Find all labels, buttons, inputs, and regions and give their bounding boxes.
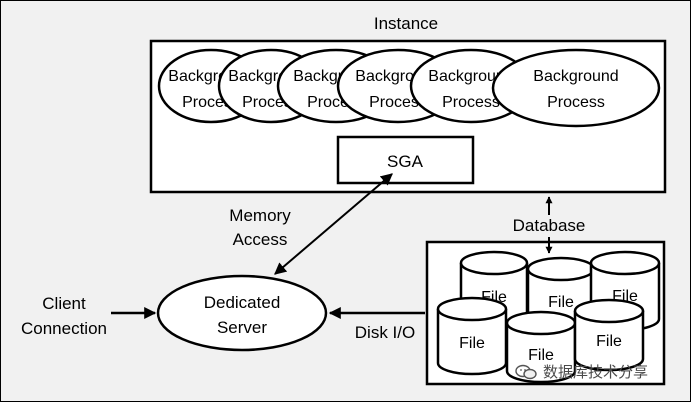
file-cylinder: File [505, 310, 577, 384]
file-label: File [528, 347, 554, 364]
watermark-text: 数据库技术分享 [543, 363, 649, 381]
background-process-label: Background [533, 68, 618, 85]
file-label: File [548, 294, 574, 311]
instance-title: Instance [374, 14, 438, 33]
file-label: File [596, 333, 622, 350]
watermark: 数据库技术分享 [515, 361, 648, 382]
database-label: Database [513, 216, 586, 235]
background-process-label: Process [442, 94, 500, 111]
background-process-label: Process [369, 94, 427, 111]
file-cylinder: File [436, 296, 508, 376]
memory-access-label: Access [233, 230, 288, 249]
background-process-label: Process [547, 94, 605, 111]
client-connection-label: Connection [21, 319, 107, 338]
wechat-icon [515, 364, 537, 379]
dedicated-server-node [156, 274, 328, 352]
background-process-group: Background Process Background Process Ba… [157, 48, 661, 128]
file-cylinder: File [573, 298, 645, 372]
file-label: File [459, 335, 485, 352]
background-process: Background Process [491, 48, 661, 128]
memory-access-arrow [274, 173, 393, 275]
dedicated-server-label: Dedicated [204, 293, 281, 312]
file-cylinder-group: File File File File File File [436, 250, 661, 384]
sga-label: SGA [387, 152, 424, 171]
memory-access-label: Memory [229, 206, 291, 225]
background-process-label: Background [428, 68, 513, 85]
disk-io-label: Disk I/O [355, 323, 415, 342]
dedicated-server-label: Server [217, 318, 267, 337]
client-connection-label: Client [42, 294, 86, 313]
